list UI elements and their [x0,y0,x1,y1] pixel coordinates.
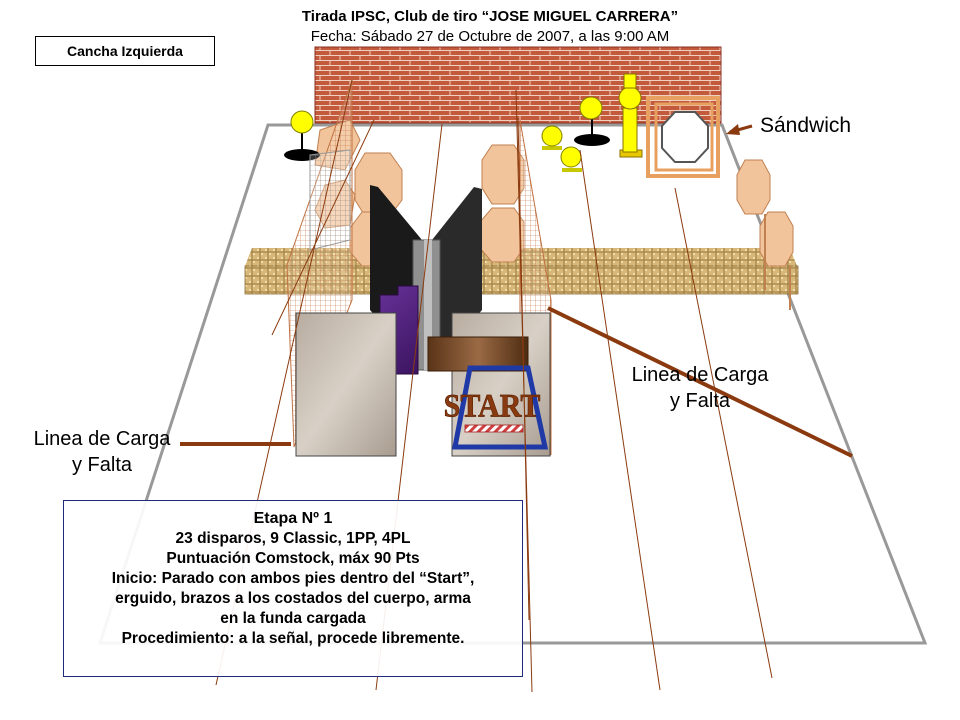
stage-info-line: Procedimiento: a la señal, procede libre… [121,630,465,647]
callout-left-line-1: Linea de Carga [33,428,171,450]
sandwich-arrowhead [726,124,740,135]
start-hatch [464,424,524,433]
callout-right-line-1: Linea de Carga [631,364,769,386]
range-floor [97,123,928,645]
page-title: Tirada IPSC, Club de tiro “JOSE MIGUEL C… [301,8,679,25]
brick-backstop [314,46,722,124]
stage-info-line: erguido, brazos a los costados del cuerp… [115,590,471,607]
stage-info-title: Etapa Nº 1 [253,510,333,527]
start-box [451,365,549,450]
callout-fault-line-left: Linea de Carga y Falta [14,426,190,478]
callout-sandwich: Sándwich [760,114,852,137]
callout-left-line-2: y Falta [71,454,133,476]
brown-box [427,336,529,372]
popper-targets [284,73,643,172]
field-label: Cancha Izquierda [35,36,215,66]
stage-info-line: Inicio: Parado con ambos pies dentro del… [111,570,475,587]
sandwich-target [646,96,720,178]
start-box-label: START [444,387,541,424]
stage-info-line: en la funda cargada [220,610,366,627]
grey-box-left [295,312,397,457]
page-date: Fecha: Sábado 27 de Octubre de 2007, a l… [310,28,670,45]
callout-right-line-2: y Falta [669,390,731,412]
mesh-panel-small [309,149,351,251]
stage-info-line: Puntuación Comstock, máx 90 Pts [166,550,420,567]
stage-info-box: Etapa Nº 1 23 disparos, 9 Classic, 1PP, … [63,500,523,677]
fault-line-right [547,306,853,458]
stage-info-line: 23 disparos, 9 Classic, 1PP, 4PL [175,530,411,547]
callout-fault-line-right: Linea de Carga y Falta [610,362,790,414]
